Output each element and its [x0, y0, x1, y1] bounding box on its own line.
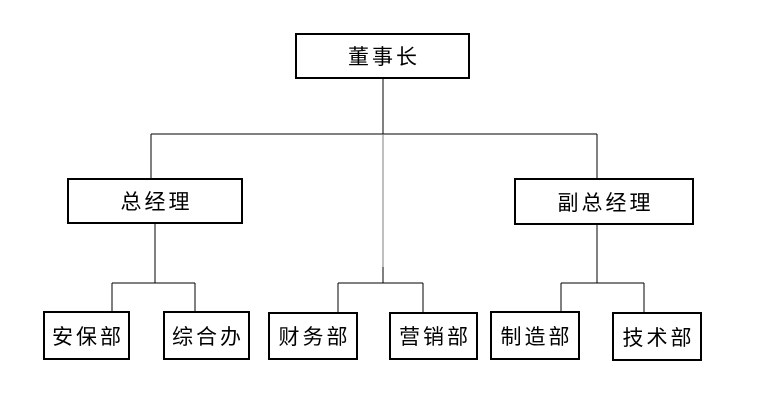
org-node-deputy-general-manager-label: 副总经理: [557, 191, 654, 215]
org-node-general-office: 综合办: [163, 311, 250, 360]
org-node-chairman: 董事长: [295, 33, 470, 79]
org-node-marketing-dept: 营销部: [389, 312, 478, 360]
org-node-security-dept: 安保部: [43, 311, 130, 360]
org-node-general-office-label: 综合办: [172, 325, 244, 349]
org-node-security-dept-label: 安保部: [52, 325, 124, 349]
org-node-general-manager-label: 总经理: [120, 191, 193, 214]
org-node-marketing-dept-label: 营销部: [399, 326, 471, 349]
org-node-chairman-label: 董事长: [348, 46, 420, 69]
org-node-manufacturing-dept-label: 制造部: [500, 325, 573, 349]
org-node-manufacturing-dept: 制造部: [490, 311, 580, 360]
org-node-deputy-general-manager: 副总经理: [514, 178, 694, 225]
org-node-technology-dept-label: 技术部: [622, 326, 695, 350]
org-node-finance-dept-label: 财务部: [278, 326, 351, 349]
org-node-finance-dept: 财务部: [268, 312, 358, 360]
org-node-technology-dept: 技术部: [612, 312, 702, 361]
org-node-general-manager: 总经理: [67, 178, 243, 224]
